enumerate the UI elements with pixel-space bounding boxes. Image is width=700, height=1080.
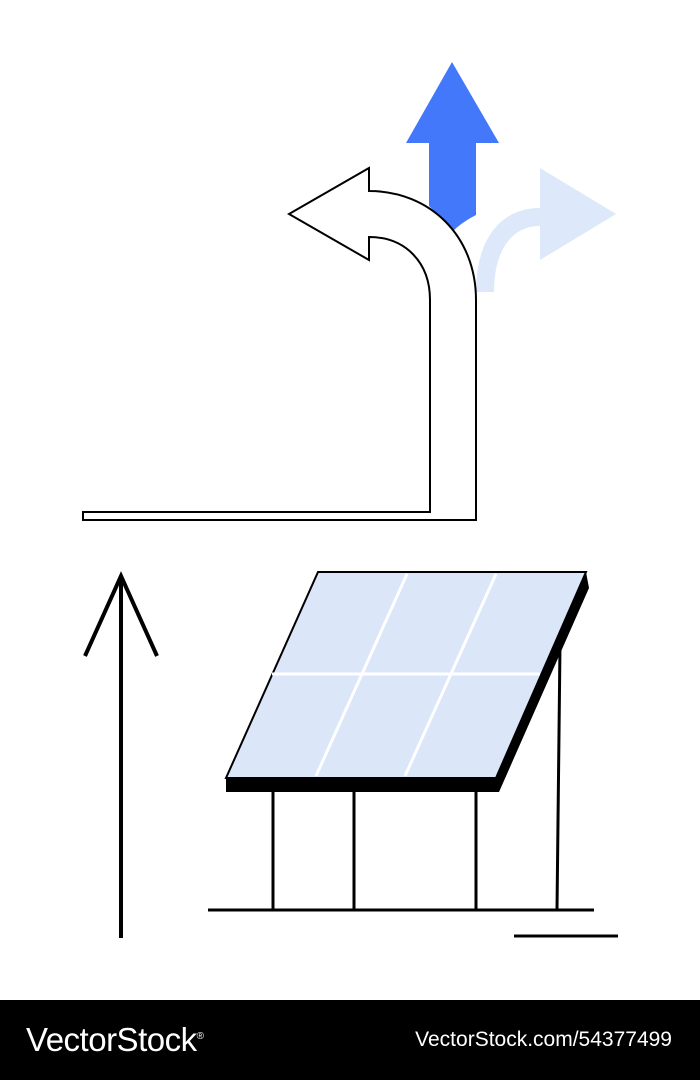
image-id: VectorStock.com/54377499 [415, 1028, 672, 1051]
illustration-svg [82, 62, 618, 938]
right-arrow-icon [476, 168, 616, 292]
turn-left-arrow-icon [82, 166, 477, 521]
illustration [82, 62, 618, 938]
up-arrow-icon [406, 62, 499, 232]
solar-panel-icon [208, 571, 618, 938]
brand-name: VectorStock [26, 1021, 197, 1058]
watermark-logo: VectorStock® [26, 1021, 204, 1059]
registered-mark: ® [196, 1031, 204, 1042]
watermark-footer: VectorStock® VectorStock.com/54377499 [0, 1000, 700, 1080]
growth-arrow-icon [83, 571, 159, 938]
